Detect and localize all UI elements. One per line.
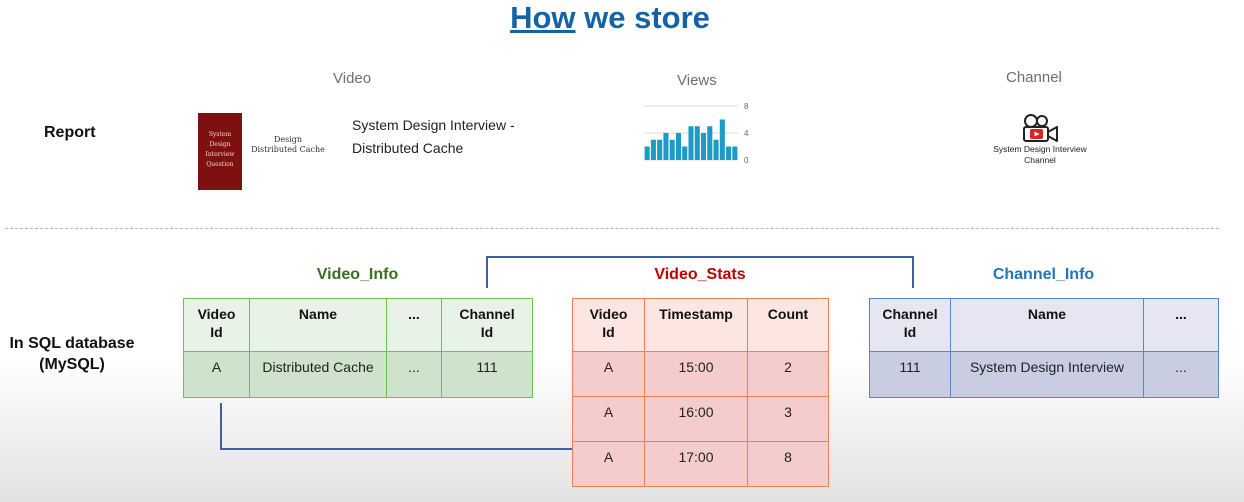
views-bar: [713, 139, 719, 160]
y-tick-label: 0: [744, 156, 749, 165]
report-row-label: Report: [44, 124, 96, 141]
video-info-table-name: Video_Info: [316, 266, 399, 283]
column-header: Count: [747, 298, 829, 352]
video-column-header: Video: [333, 70, 372, 87]
book-cover-line: Interview: [205, 151, 235, 158]
table-cell: A: [183, 351, 250, 398]
table-cell: 111: [869, 351, 951, 398]
table-cell: System Design Interview: [950, 351, 1144, 398]
book-cover-thumbnail: System Design Interview Question: [198, 113, 242, 190]
table-cell: 8: [747, 441, 829, 487]
table-cell: 17:00: [644, 441, 748, 487]
table-cell: 15:00: [644, 351, 748, 397]
table-cell: 3: [747, 396, 829, 442]
section-divider: [5, 228, 1219, 229]
channel-column-header: Channel: [1006, 69, 1062, 86]
channel-name-line: Channel: [1024, 155, 1056, 165]
book-cover-line: Design: [209, 141, 231, 148]
video-title-line: Distributed Cache: [352, 140, 464, 156]
sql-row-label: In SQL database (MySQL): [4, 333, 140, 375]
views-bar: [650, 139, 656, 160]
channel-name-line: System Design Interview: [993, 144, 1087, 154]
views-bar: [669, 139, 675, 160]
views-bar: [663, 133, 669, 160]
column-header: ...: [386, 298, 442, 352]
table-row: A 15:00 2: [572, 351, 829, 397]
video-camera-icon: [1023, 114, 1058, 142]
column-header: Timestamp: [644, 298, 748, 352]
channel-id-relation-line: [486, 256, 914, 288]
page-title: How we store: [510, 0, 710, 35]
video-title-line: System Design Interview -: [352, 117, 515, 133]
table-cell: ...: [1143, 351, 1219, 398]
column-header: Name: [249, 298, 387, 352]
table-cell: 111: [441, 351, 533, 398]
table-row: 111 System Design Interview ...: [869, 351, 1219, 398]
views-bar: [701, 133, 707, 160]
video-id-relation-line: [220, 403, 574, 450]
column-header: ...: [1143, 298, 1219, 352]
table-cell: Distributed Cache: [249, 351, 387, 398]
views-bar-chart: 8 4 0: [644, 102, 749, 165]
views-bar: [694, 126, 700, 160]
table-row: A 16:00 3: [572, 396, 829, 442]
table-cell: A: [572, 396, 645, 442]
views-bar: [726, 146, 732, 160]
y-tick-label: 8: [744, 102, 749, 111]
channel-info-table-name: Channel_Info: [992, 266, 1095, 283]
thumbnail-subtitle-line: Design: [273, 135, 303, 144]
sql-row-label-line: (MySQL): [39, 356, 105, 373]
table-row: A 17:00 8: [572, 441, 829, 487]
views-bar: [732, 146, 738, 160]
table-cell: A: [572, 351, 645, 397]
column-header: Name: [950, 298, 1144, 352]
table-cell: ...: [386, 351, 442, 398]
views-bar: [688, 126, 694, 160]
video-title: System Design Interview - Distributed Ca…: [352, 114, 515, 160]
views-bar: [707, 126, 713, 160]
views-bar: [675, 133, 681, 160]
book-cover-line: System: [208, 131, 232, 138]
channel-name: System Design Interview Channel: [978, 144, 1102, 166]
table-cell: 16:00: [644, 396, 748, 442]
views-bar: [644, 146, 650, 160]
video-stats-table-name: Video_Stats: [654, 266, 746, 283]
book-cover-line: Question: [206, 161, 234, 168]
table-cell: 2: [747, 351, 829, 397]
table-cell: A: [572, 441, 645, 487]
views-bar: [682, 146, 688, 160]
table-row: A Distributed Cache ... 111: [183, 351, 533, 398]
views-bar: [657, 139, 663, 160]
thumbnail-subtitle: Design Distributed Cache: [250, 135, 326, 155]
views-bar: [719, 119, 725, 160]
sql-row-label-line: In SQL database: [9, 335, 135, 352]
thumbnail-subtitle-line: Distributed Cache: [251, 145, 325, 154]
y-tick-label: 4: [744, 129, 749, 138]
views-column-header: Views: [677, 72, 717, 89]
